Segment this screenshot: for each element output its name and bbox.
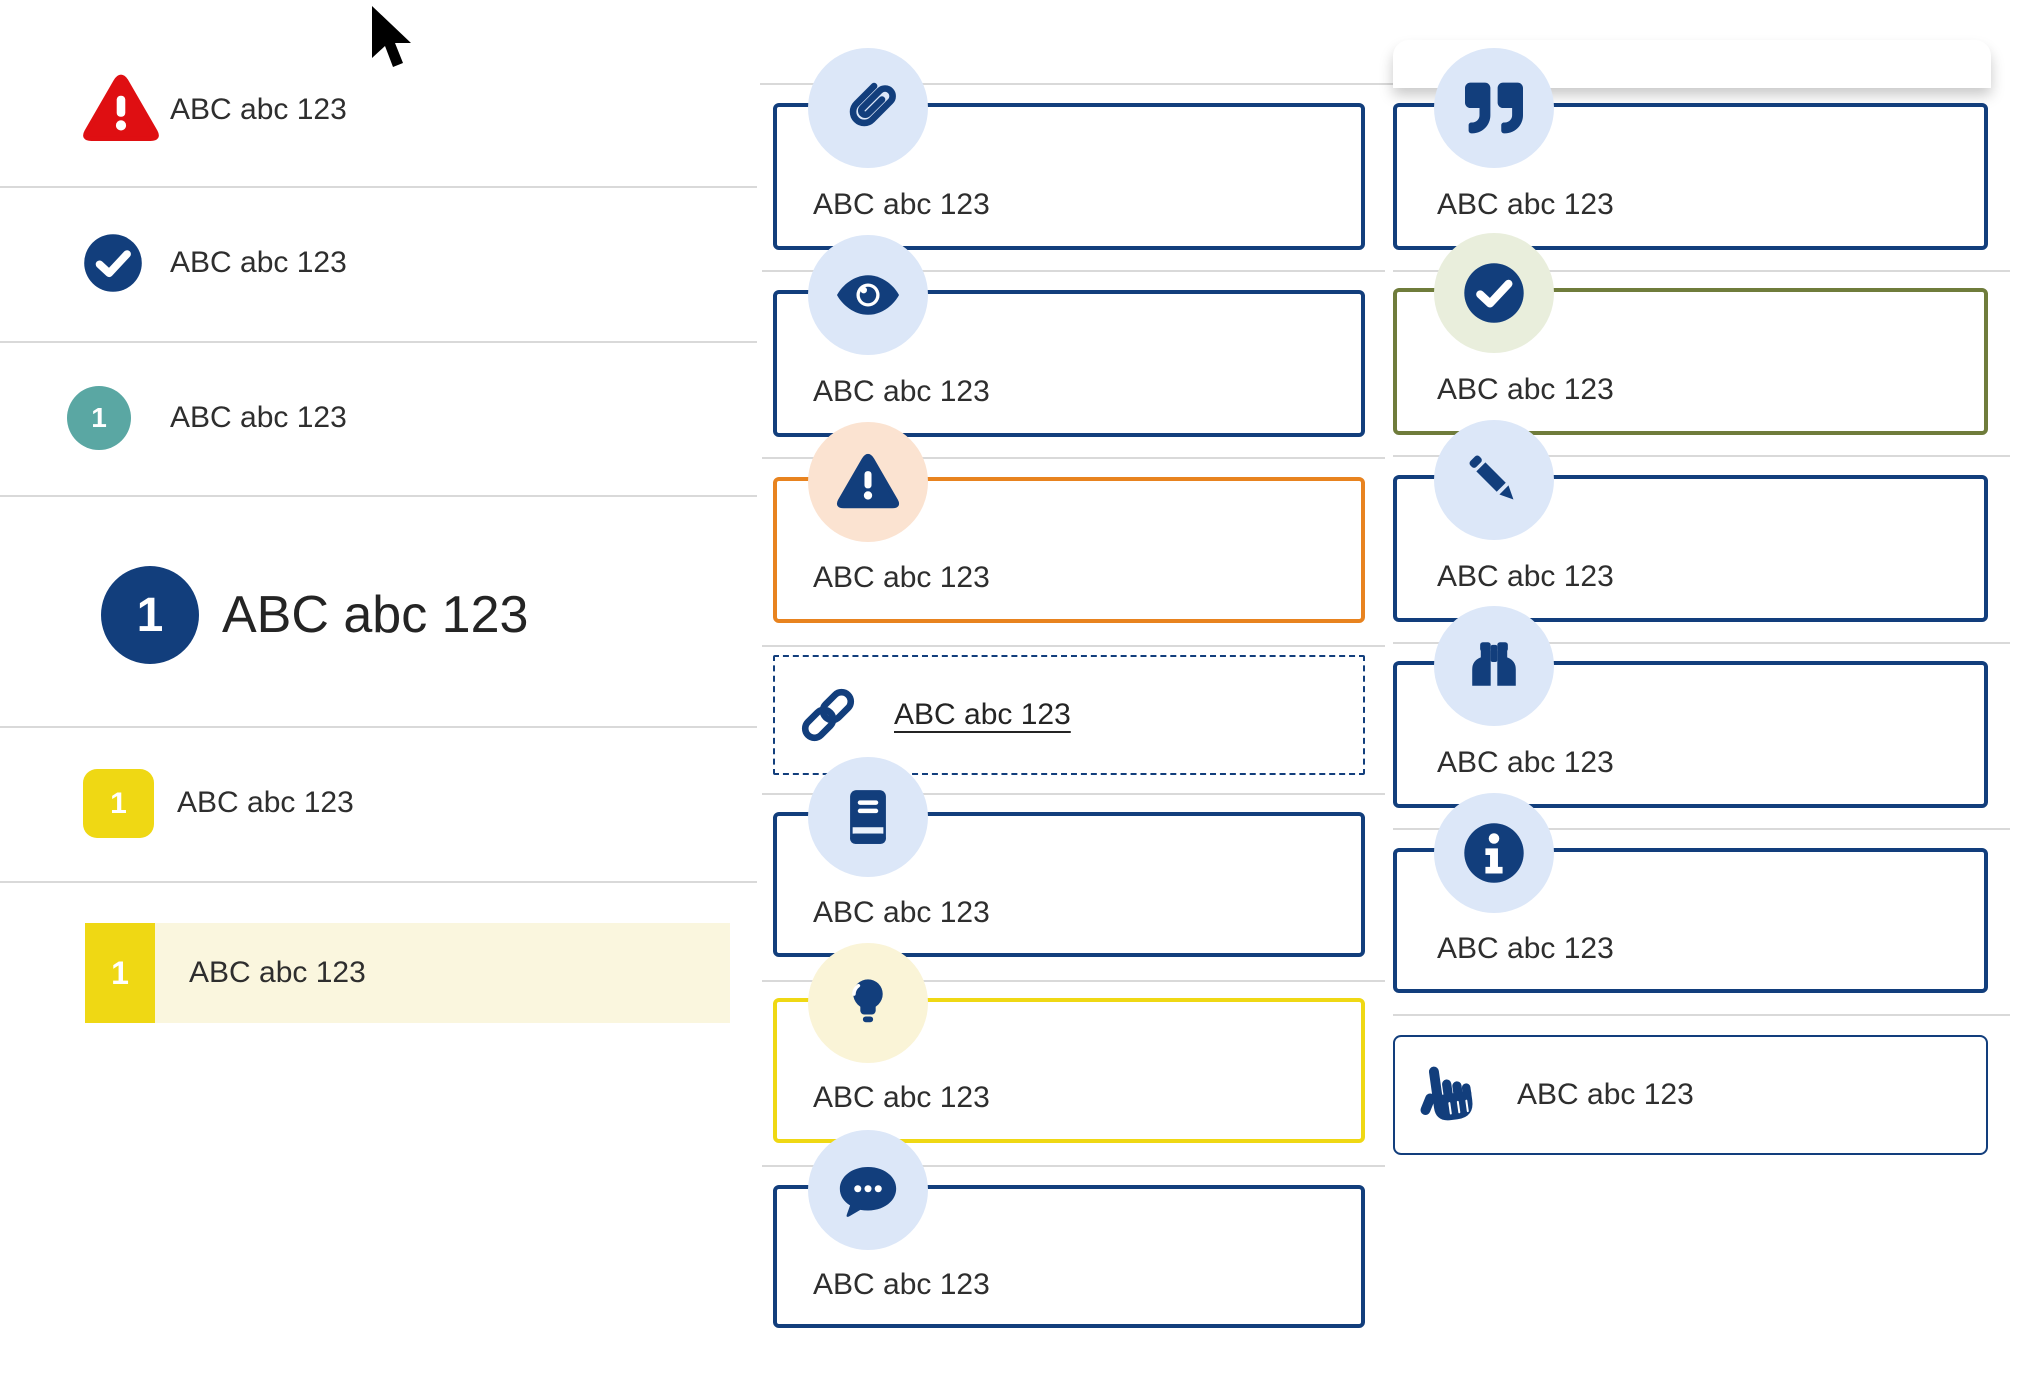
number-badge-yellow-square: 1 — [83, 769, 154, 838]
warning-triangle-icon — [808, 422, 928, 542]
link-icon — [795, 682, 861, 748]
card-edge — [1393, 84, 1991, 88]
callout-label: ABC abc 123 — [1437, 746, 1614, 779]
lightbulb-icon — [808, 943, 928, 1063]
callout-label: ABC abc 123 — [813, 561, 990, 594]
column-divider — [762, 645, 1385, 647]
column-divider — [1393, 828, 2010, 830]
info-circle-icon — [1434, 793, 1554, 913]
check-circle-icon — [81, 231, 145, 295]
column-divider — [1393, 455, 2010, 457]
list-item-numbered-yellow: 1 ABC abc 123 — [0, 726, 757, 881]
callout-link — [773, 655, 1365, 775]
column-divider — [762, 1165, 1385, 1167]
column-divider — [762, 270, 1385, 272]
column-divider — [762, 980, 1385, 982]
list-divider — [0, 341, 757, 343]
quote-right-icon — [1434, 48, 1554, 168]
column-divider — [1393, 642, 2010, 644]
callout-label: ABC abc 123 — [1437, 188, 1614, 221]
list-item-highlighted: 1 ABC abc 123 — [85, 923, 730, 1023]
callout-label: ABC abc 123 — [1437, 932, 1614, 965]
number-badge-teal: 1 — [67, 386, 131, 450]
callout-quote — [1393, 103, 1988, 250]
list-divider — [0, 881, 757, 883]
column-divider — [1393, 270, 2010, 272]
callout-edit — [1393, 475, 1988, 622]
list-item-label: ABC abc 123 — [170, 401, 347, 434]
number-badge-navy-large: 1 — [101, 566, 199, 664]
list-item-numbered-teal: 1 ABC abc 123 — [0, 341, 757, 495]
hand-pointer-icon — [1417, 1062, 1483, 1128]
list-item-warning: ABC abc 123 — [0, 0, 757, 186]
list-item-label: ABC abc 123 — [177, 786, 354, 819]
list-item-label: ABC abc 123 — [170, 246, 347, 279]
column-divider — [760, 83, 1393, 85]
callout-label: ABC abc 123 — [813, 375, 990, 408]
list-item-heading-label: ABC abc 123 — [222, 586, 529, 644]
list-item-check: ABC abc 123 — [0, 186, 757, 341]
comment-dots-icon — [808, 1130, 928, 1250]
paperclip-icon — [808, 48, 928, 168]
column-divider — [1393, 1014, 2010, 1016]
callout-label: ABC abc 123 — [1437, 560, 1614, 593]
callout-label: ABC abc 123 — [1437, 373, 1614, 406]
list-divider — [0, 186, 757, 188]
mouse-cursor-icon — [360, 2, 420, 78]
list-divider — [0, 495, 757, 497]
binoculars-icon — [1434, 606, 1554, 726]
pencil-icon — [1434, 420, 1554, 540]
book-icon — [808, 757, 928, 877]
list-item-label: ABC abc 123 — [189, 956, 366, 989]
callout-label: ABC abc 123 — [1517, 1078, 1694, 1111]
callout-label: ABC abc 123 — [813, 188, 990, 221]
column-divider — [762, 457, 1385, 459]
list-item-numbered-heading: 1 ABC abc 123 — [0, 495, 757, 726]
eye-icon — [808, 235, 928, 355]
callout-label: ABC abc 123 — [813, 1081, 990, 1114]
list-item-label: ABC abc 123 — [170, 93, 347, 126]
callout-link-text[interactable]: ABC abc 123 — [894, 698, 1071, 731]
list-divider — [0, 726, 757, 728]
column-divider — [762, 793, 1385, 795]
callout-visibility — [773, 290, 1365, 437]
callout-action — [1393, 1035, 1988, 1155]
warning-triangle-icon — [82, 70, 160, 148]
number-badge-yellow-tab: 1 — [85, 923, 155, 1023]
callout-label: ABC abc 123 — [813, 896, 990, 929]
check-circle-icon — [1434, 233, 1554, 353]
callout-label: ABC abc 123 — [813, 1268, 990, 1301]
